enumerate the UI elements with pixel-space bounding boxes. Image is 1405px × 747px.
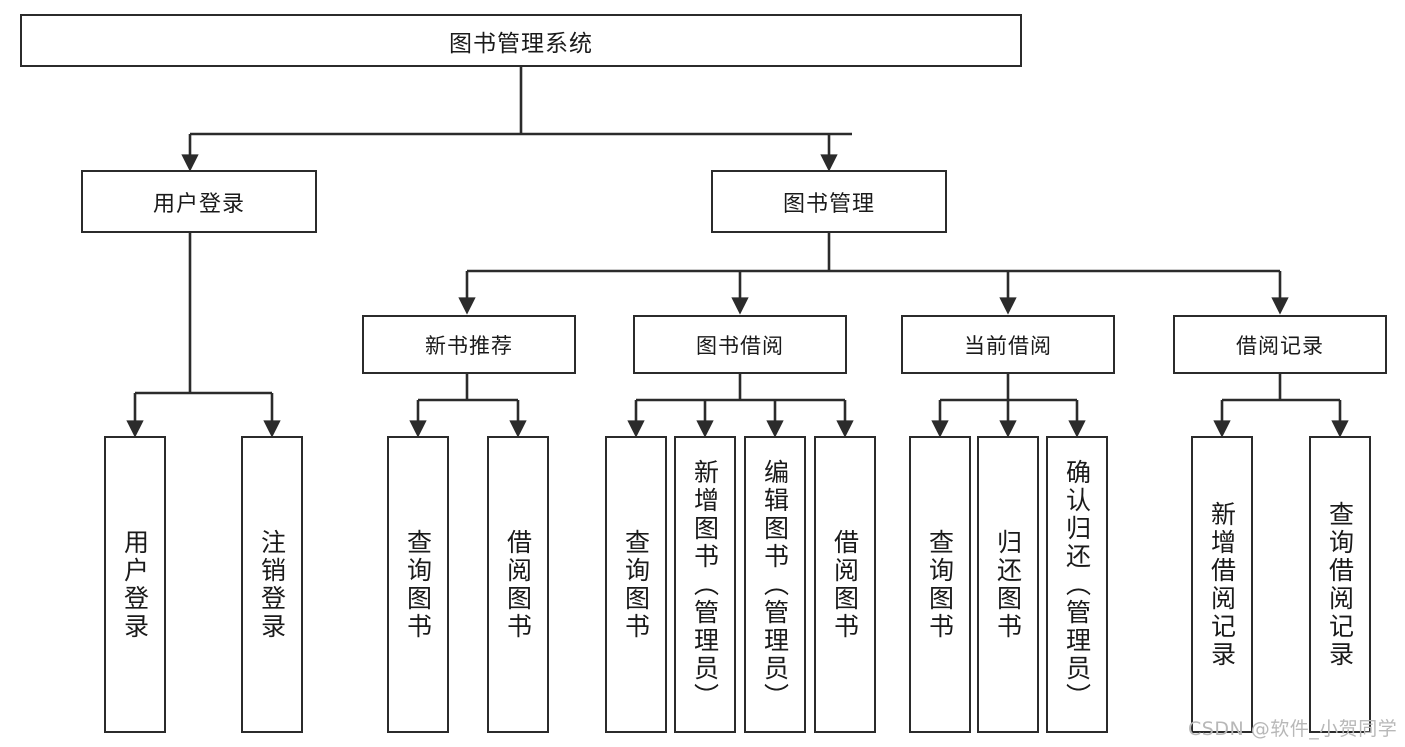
node-current-borrow[interactable]: 当前借阅 [901,315,1115,374]
leaf-record-query-label: 查询借阅记录 [1325,500,1355,669]
leaf-current-confirm-return-label: 确认归还（管理员） [1062,458,1092,711]
node-book-management-label: 图书管理 [782,191,875,217]
node-root-system[interactable]: 图书管理系统 [20,14,1022,67]
leaf-borrow-add-book-label: 新增图书（管理员） [690,458,720,711]
node-root-system-label: 图书管理系统 [449,30,593,57]
node-new-book-recommend[interactable]: 新书推荐 [362,315,576,374]
leaf-new-book-query-label: 查询图书 [403,528,433,641]
leaf-borrow-query-book[interactable]: 查询图书 [605,436,667,733]
node-book-borrow-label: 图书借阅 [696,333,784,358]
leaf-user-login-logout[interactable]: 注销登录 [241,436,303,733]
leaf-borrow-add-book[interactable]: 新增图书（管理员） [674,436,736,733]
node-user-login-label: 用户登录 [152,191,245,217]
node-book-management[interactable]: 图书管理 [711,170,947,233]
leaf-new-book-borrow-label: 借阅图书 [503,528,533,641]
node-user-login[interactable]: 用户登录 [81,170,317,233]
node-borrow-record-label: 借阅记录 [1236,333,1324,358]
leaf-borrow-borrow-book[interactable]: 借阅图书 [814,436,876,733]
leaf-current-return-book-label: 归还图书 [993,528,1023,641]
csdn-watermark: CSDN @软件_小贺同学 [1188,718,1398,740]
leaf-borrow-edit-book[interactable]: 编辑图书（管理员） [744,436,806,733]
node-book-borrow[interactable]: 图书借阅 [633,315,847,374]
leaf-current-query-book-label: 查询图书 [925,528,955,641]
leaf-borrow-query-book-label: 查询图书 [621,528,651,641]
leaf-current-return-book[interactable]: 归还图书 [977,436,1039,733]
leaf-borrow-borrow-book-label: 借阅图书 [830,528,860,641]
leaf-record-add[interactable]: 新增借阅记录 [1191,436,1253,733]
node-current-borrow-label: 当前借阅 [964,333,1052,358]
leaf-borrow-edit-book-label: 编辑图书（管理员） [760,458,790,711]
leaf-new-book-query[interactable]: 查询图书 [387,436,449,733]
leaf-current-query-book[interactable]: 查询图书 [909,436,971,733]
leaf-current-confirm-return[interactable]: 确认归还（管理员） [1046,436,1108,733]
leaf-user-login-login-label: 用户登录 [120,528,150,641]
leaf-record-add-label: 新增借阅记录 [1207,500,1237,669]
leaf-new-book-borrow[interactable]: 借阅图书 [487,436,549,733]
leaf-record-query[interactable]: 查询借阅记录 [1309,436,1371,733]
node-borrow-record[interactable]: 借阅记录 [1173,315,1387,374]
node-new-book-recommend-label: 新书推荐 [425,333,513,358]
leaf-user-login-logout-label: 注销登录 [257,528,287,641]
leaf-user-login-login[interactable]: 用户登录 [104,436,166,733]
